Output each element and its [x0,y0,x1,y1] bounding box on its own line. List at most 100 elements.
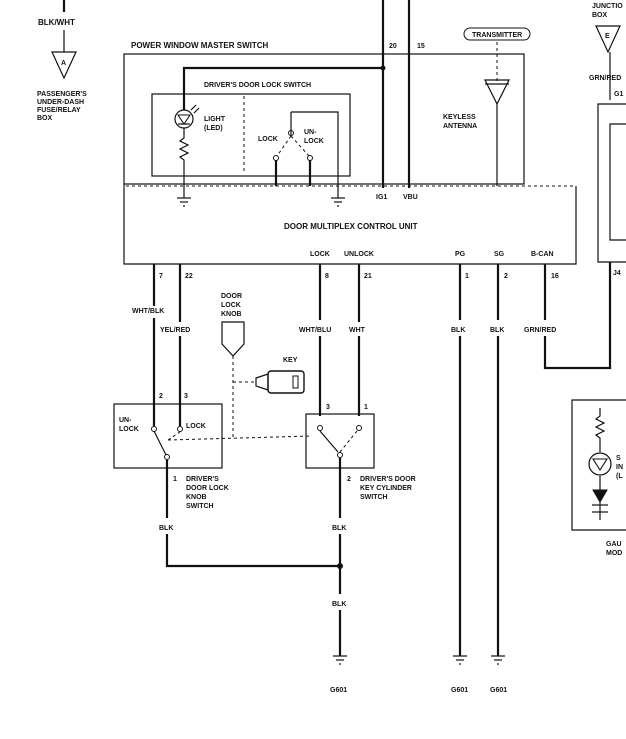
passenger-fuse-box-connector: BLK/WHT A PASSENGER'S UNDER-DASH FUSE/RE… [37,0,87,122]
led-icon [174,109,194,129]
pin-2-label: 2 [504,273,508,280]
light-led-line-1: LIGHT [204,116,226,123]
gauge-partial-line-1: S [616,455,621,462]
g601-label-c: G601 [490,687,507,694]
gauge-module-line-1: GAU [606,541,622,548]
wire-color-blk-knob: BLK [159,525,173,532]
key-cylinder-switch: 3 1 2 DRIVER'S DOOR KEY CYLINDER SWITCH [305,404,416,501]
light-led-line-2: (LED) [204,125,223,132]
cylinder-switch-name-line-2: KEY CYLINDER [360,485,412,492]
wire-color-yel-red: YEL/RED [160,327,190,334]
knob-switch-name-line-4: SWITCH [186,503,214,510]
junction-box-partial: JUNCTIO BOX E GRN/RED G1 J4 [589,3,626,277]
knob-switch-name-line-2: DOOR LOCK [186,485,229,492]
connector-a-label: A [61,60,66,67]
wire-color-blk-wht-top: BLK/WHT [38,18,75,27]
door-lock-knob-switch: 2 3 UN- LOCK LOCK 1 DRIVER'S DOOR LOCK K… [113,393,313,510]
ground-g601-a: G601 [330,655,347,694]
fuse-box-line-2: UNDER-DASH [37,99,84,106]
unlock-contact-line-1: UN- [304,129,317,136]
knob-switch-pin-1: 1 [173,476,177,483]
connector-e-label: E [605,33,610,40]
gauge-partial-line-3: (L [616,473,623,480]
key-icon [267,370,305,394]
gauge-module-partial: S IN (L GAU MOD [571,399,626,557]
knob-switch-name-line-3: KNOB [186,494,207,501]
unlock-contact-line-2: LOCK [304,138,324,145]
keyless-antenna-line-1: KEYLESS [443,114,476,121]
knob-switch-pin-2: 2 [159,393,163,400]
pin-16-label: 16 [551,273,559,280]
master-switch-frame [123,53,525,185]
pin-1-label: 1 [465,273,469,280]
door-lock-switch-frame [151,93,351,177]
keyless-antenna: TRANSMITTER KEYLESS ANTENNA [443,27,531,186]
g601-label-b: G601 [451,687,468,694]
vbu-label: VBU [403,194,418,201]
cylinder-switch-pin-1: 1 [364,404,368,411]
ig1-label: IG1 [376,194,387,201]
wire-color-grn-red-bcan: GRN/RED [524,327,556,334]
drivers-door-lock-switch: DRIVER'S DOOR LOCK SWITCH LIGHT (LED) LO… [151,65,386,207]
fuse-box-line-3: FUSE/RELAY [37,107,81,114]
pin-22-label: 22 [185,273,193,280]
wire-color-blk-pg: BLK [451,327,465,334]
sg-terminal-label: SG [494,251,505,258]
gauge-partial-line-2: IN [616,464,623,471]
door-lock-knob-line-3: KNOB [221,311,242,318]
knob-switch-name-line-1: DRIVER'S [186,476,219,483]
unlock-terminal-label: UNLOCK [344,251,374,258]
key-label: KEY [283,357,298,364]
pin-20-label: 20 [389,43,397,50]
connector-a-arrow [51,51,77,80]
master-switch-title: POWER WINDOW MASTER SWITCH [131,41,269,50]
wire-color-blk-common: BLK [332,601,346,608]
wire-color-blk-sg: BLK [490,327,504,334]
wire-color-wht: WHT [349,327,366,334]
bcan-terminal-label: B-CAN [531,251,554,258]
wire-color-grn-red-right: GRN/RED [589,75,621,82]
cylinder-switch-name-line-3: SWITCH [360,494,388,501]
gauge-module-line-2: MOD [606,550,622,557]
cylinder-switch-name-line-1: DRIVER'S DOOR [360,476,416,483]
wire-color-wht-blu: WHT/BLU [299,327,331,334]
g1-right-label: G1 [614,91,623,98]
g601-label-a: G601 [330,687,347,694]
knob-switch-lock-label: LOCK [186,423,206,430]
connector-e-arrow [595,25,621,54]
antenna-symbol [484,79,510,106]
door-lock-knob-line-1: DOOR [221,293,242,300]
door-multiplex-control-unit: DOOR MULTIPLEX CONTROL UNIT LOCK UNLOCK … [123,184,577,265]
lock-contact-label: LOCK [258,136,278,143]
gauge-indicator-icon [588,452,612,476]
wire-color-wht-blk: WHT/BLK [132,308,164,315]
keyless-antenna-line-2: ANTENNA [443,123,477,130]
pg-terminal-label: PG [455,251,466,258]
knob-switch-unlock-line-1: UN- [119,417,132,424]
j4-right-label: J4 [613,270,621,277]
pin-7-label: 7 [159,273,163,280]
junction-box-line-1: JUNCTIO [592,3,623,10]
door-lock-knob-icon [221,321,245,357]
fuse-box-line-4: BOX [37,115,53,122]
control-unit-title: DOOR MULTIPLEX CONTROL UNIT [284,222,418,231]
pin-15-label: 15 [417,43,425,50]
knob-switch-pin-3: 3 [184,393,188,400]
door-lock-switch-title: DRIVER'S DOOR LOCK SWITCH [204,82,311,89]
wire-color-blk-cylinder: BLK [332,525,346,532]
cylinder-switch-pin-2: 2 [347,476,351,483]
ground-g601-b: G601 [451,655,468,694]
splice-point [337,563,343,569]
junction-box-line-2: BOX [592,12,608,19]
door-lock-knob: DOOR LOCK KNOB [221,293,245,438]
transmitter-badge [463,27,531,41]
door-lock-knob-line-2: LOCK [221,302,241,309]
pin-21-label: 21 [364,273,372,280]
knob-switch-unlock-line-2: LOCK [119,426,139,433]
fuse-box-line-1: PASSENGER'S [37,91,87,98]
cylinder-switch-pin-3: 3 [326,404,330,411]
ground-g601-c: G601 [490,655,507,694]
key: KEY [233,357,305,394]
lock-terminal-label: LOCK [310,251,330,258]
